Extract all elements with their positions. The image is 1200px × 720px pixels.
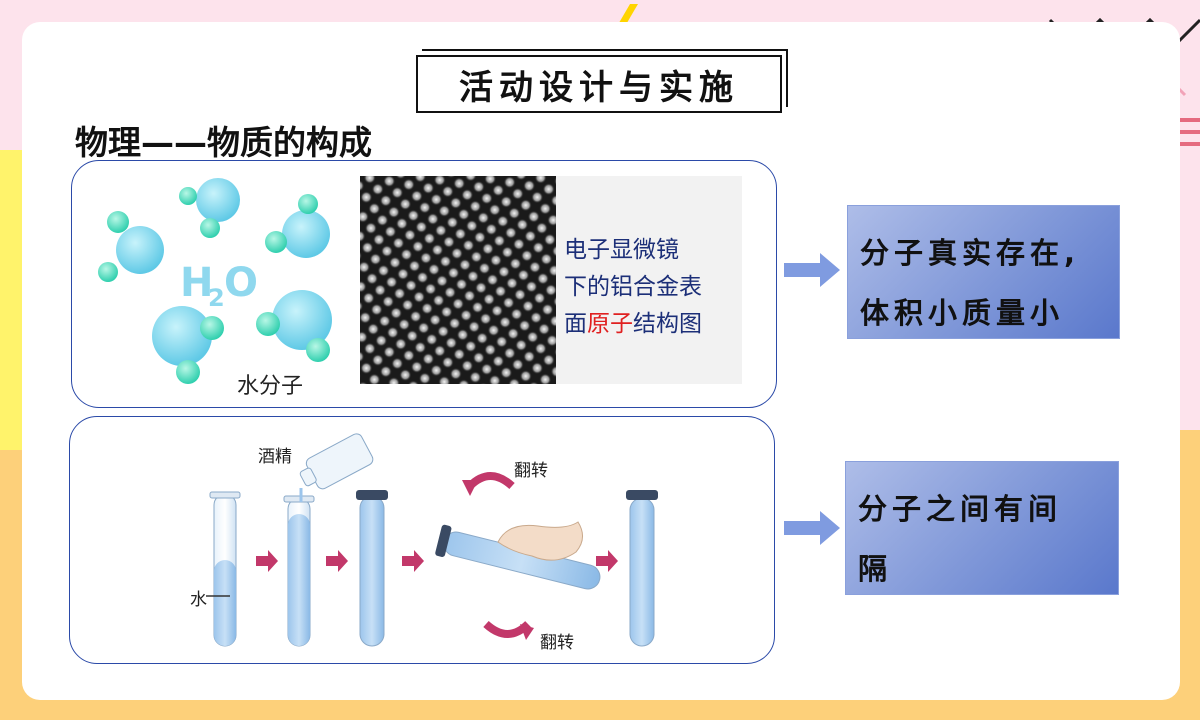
conclusion-2-line-2: 隔 <box>858 552 893 586</box>
micro-caption-line-3: 面原子结构图 <box>564 306 740 343</box>
conclusion-2-line-1: 分子之间有间 <box>858 492 1063 526</box>
micro-caption-line-3-a: 面 <box>564 311 587 337</box>
micro-caption-line-2: 下的铝合金表 <box>564 274 702 300</box>
formula-o: O <box>224 260 258 306</box>
label-alcohol: 酒精 <box>258 447 292 467</box>
water-molecule-illustration: H 2 O <box>98 178 332 384</box>
micro-caption-line-3-b: 结构图 <box>633 311 702 337</box>
conclusion-1-line-1: 分子真实存在, <box>860 236 1081 270</box>
conclusion-box-2: 分子之间有间 隔 <box>846 462 1118 594</box>
micro-caption-background <box>556 176 742 384</box>
formula-h: H <box>180 260 213 306</box>
slide-title: 活动设计与实施 <box>459 67 739 108</box>
micro-caption-line-1: 电子显微镜 <box>564 237 679 263</box>
slide-subtitle: 物理——物质的构成 <box>75 123 372 162</box>
label-water: 水 <box>190 590 207 610</box>
arrow-right-icon-2 <box>784 511 840 545</box>
title-box: 活动设计与实施 <box>416 55 782 113</box>
conclusion-1-line-2: 体积小质量小 <box>860 296 1065 330</box>
experiment-panel <box>69 416 775 664</box>
test-tube-experiment-illustration <box>206 433 658 647</box>
formula-subscript: 2 <box>208 284 225 312</box>
label-flip-top: 翻转 <box>514 461 548 481</box>
arrow-right-icon <box>784 253 840 287</box>
micro-caption: 电子显微镜 下的铝合金表 面原子结构图 <box>564 232 740 343</box>
label-flip-bottom: 翻转 <box>540 633 574 653</box>
molecule-caption: 水分子 <box>237 374 304 399</box>
micro-caption-highlight: 原子 <box>587 311 633 337</box>
conclusion-box-1: 分子真实存在, 体积小质量小 <box>848 206 1119 338</box>
electron-microscope-image <box>360 176 556 384</box>
